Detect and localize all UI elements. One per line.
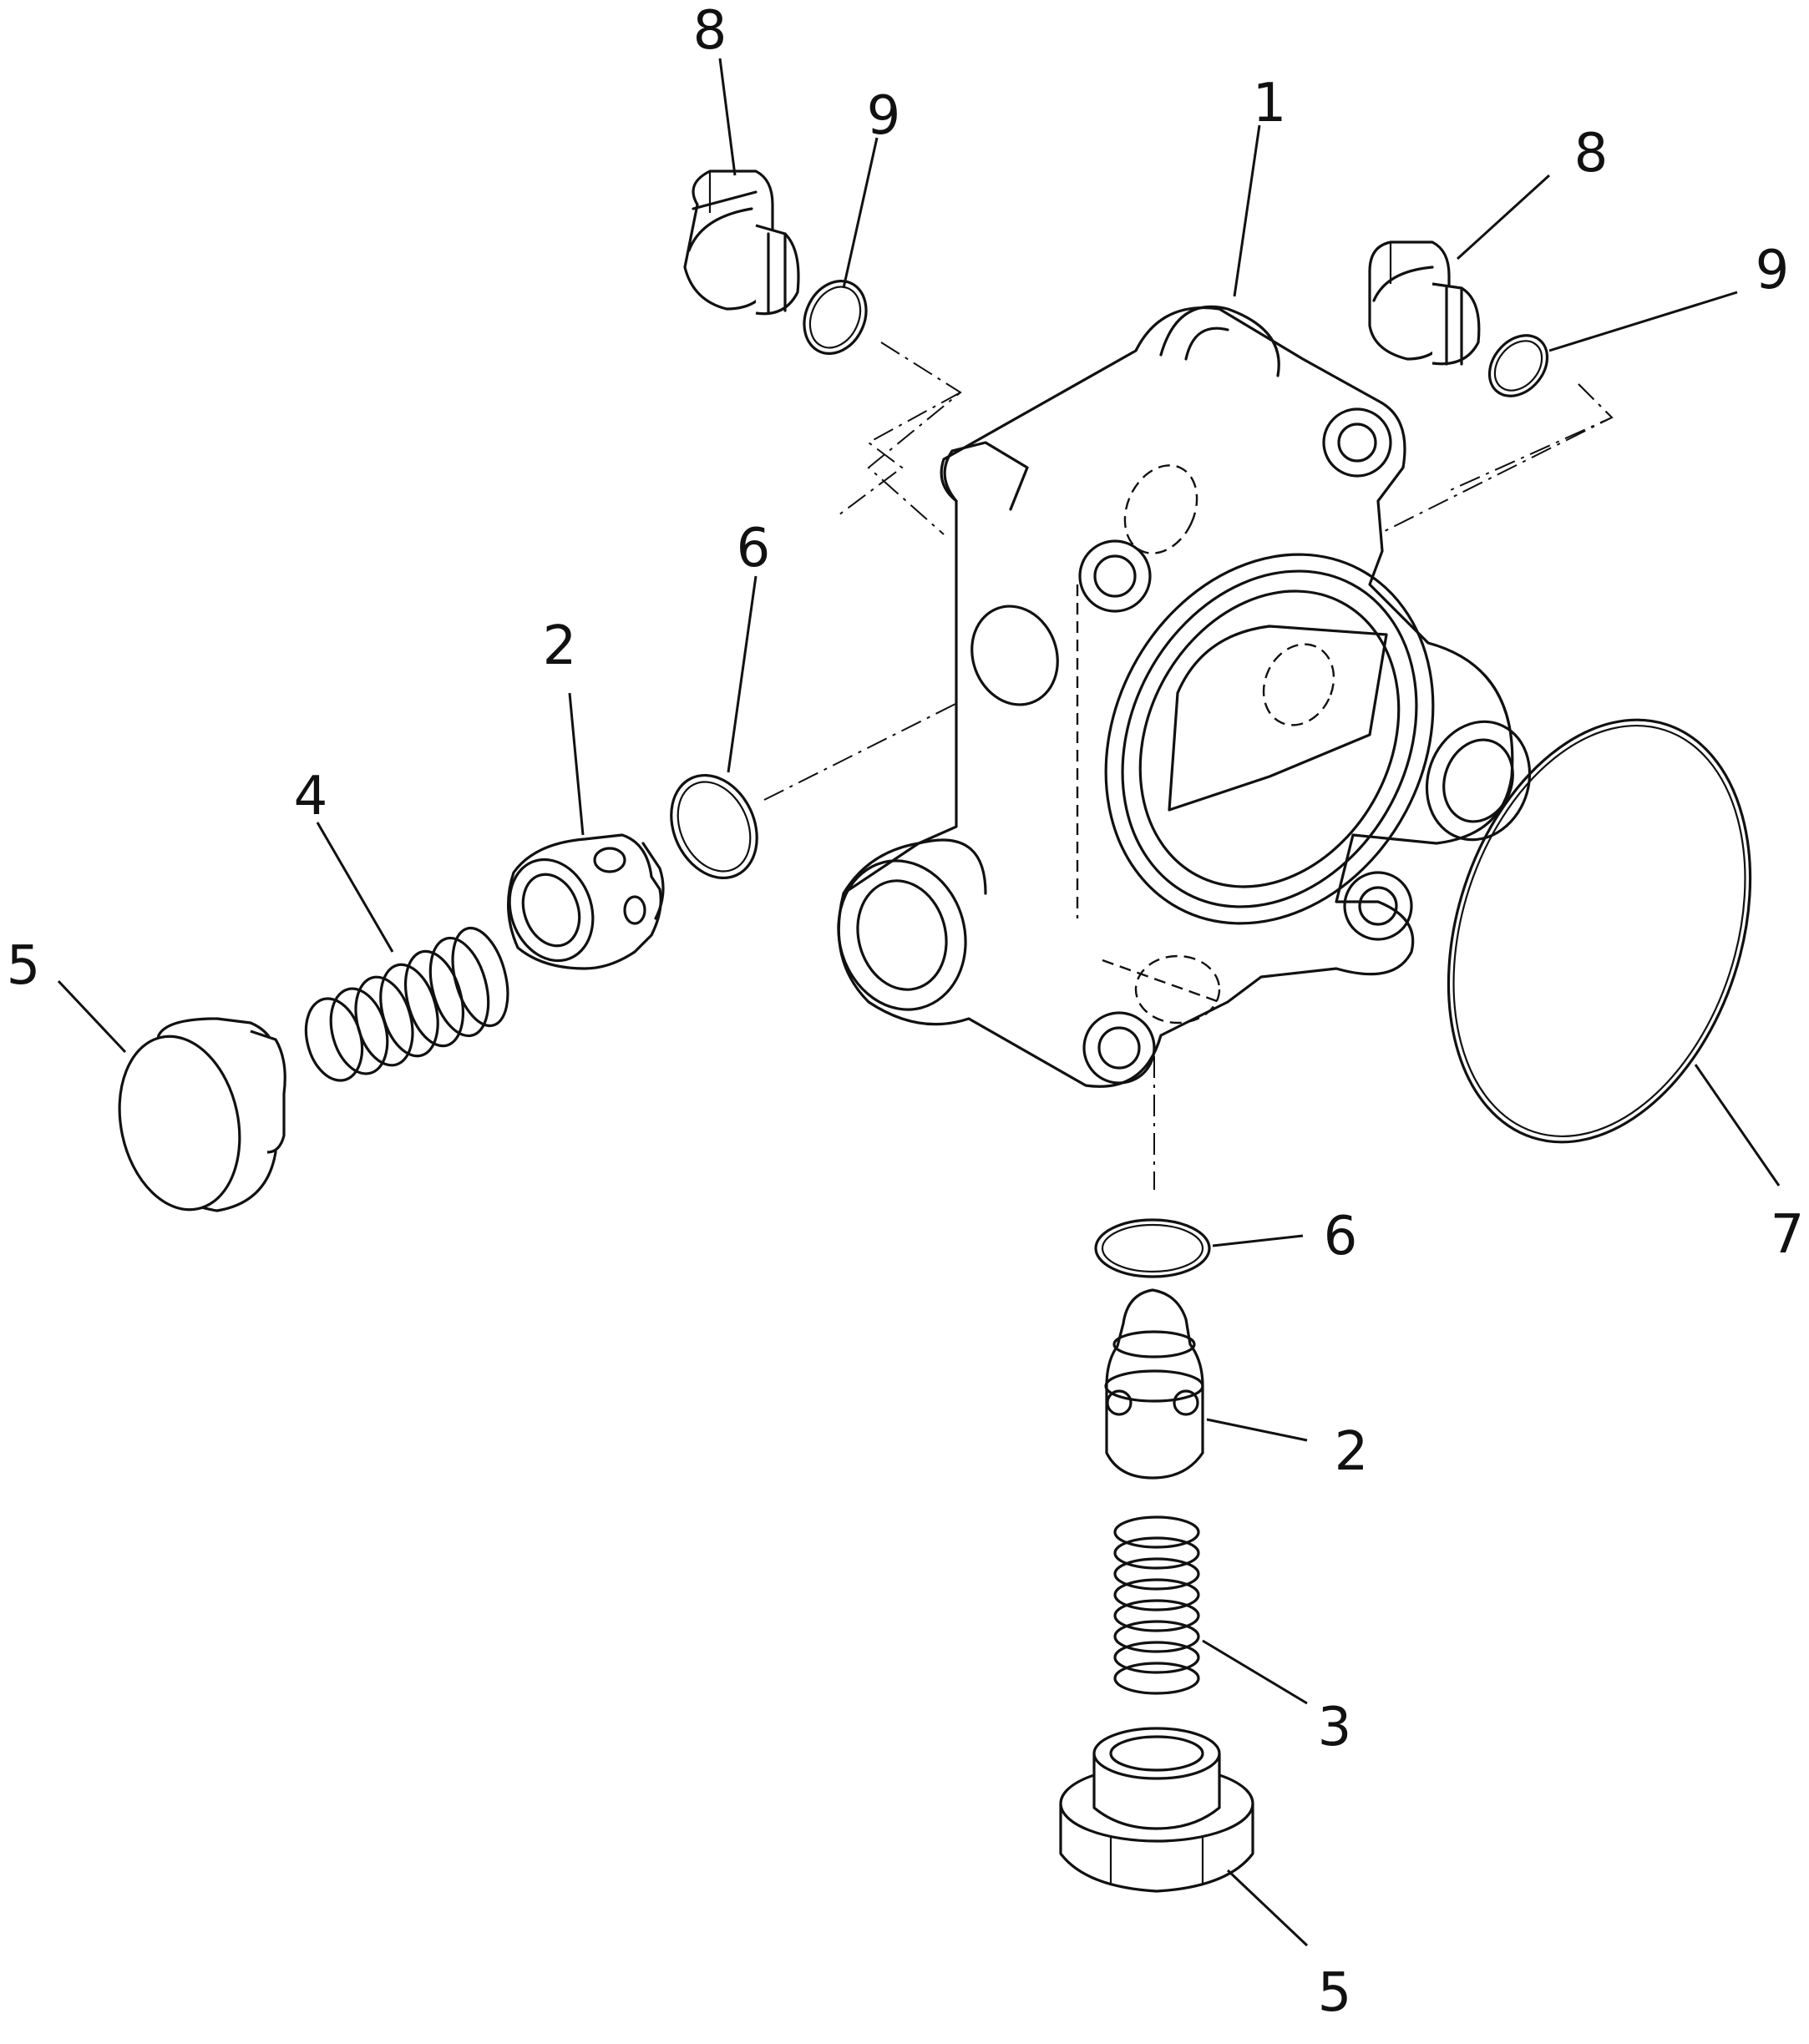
- callout-6-left: 6: [737, 518, 771, 579]
- callout-7: 7: [1771, 1204, 1805, 1266]
- callout-5-left: 5: [7, 935, 41, 997]
- hex-plug-5-lower: [1059, 1727, 1254, 1893]
- spring-3: [1113, 1515, 1200, 1695]
- poppet-2-lower: [1104, 1288, 1204, 1480]
- callout-8-right: 8: [1574, 123, 1609, 185]
- o-ring-9-left: [803, 280, 868, 355]
- callout-2-left: 2: [543, 615, 577, 677]
- plug-8-left: [683, 169, 800, 316]
- o-ring-6-lower: [1094, 1218, 1211, 1278]
- large-o-ring-7: [1447, 718, 1752, 1144]
- callout-2-lower: 2: [1335, 1421, 1369, 1483]
- cap-plug-5-left: [118, 1017, 286, 1212]
- o-ring-9-right: [1487, 334, 1549, 397]
- callout-1: 1: [1253, 73, 1287, 134]
- o-ring-6-left: [670, 773, 758, 880]
- callout-6-lower: 6: [1324, 1206, 1358, 1267]
- plug-8-right: [1368, 240, 1481, 366]
- callout-9-left: 9: [867, 85, 901, 147]
- callout-4: 4: [294, 766, 328, 827]
- callout-labels: 8 9 1 8 9 6 2 4 5 6 2 3 5 7: [7, 0, 1805, 2024]
- center-lines: [763, 342, 1614, 1190]
- spring-4: [304, 926, 509, 1082]
- poppet-2-left: [507, 833, 665, 970]
- callout-3: 3: [1318, 1697, 1352, 1758]
- leader-lines: [57, 58, 1781, 1947]
- valve-body-housing: [837, 305, 1532, 1088]
- callout-5-lower: 5: [1318, 1962, 1352, 2024]
- housing-outline: [837, 306, 1514, 1088]
- callout-9-right: 9: [1756, 240, 1790, 301]
- callout-8-left: 8: [693, 0, 727, 62]
